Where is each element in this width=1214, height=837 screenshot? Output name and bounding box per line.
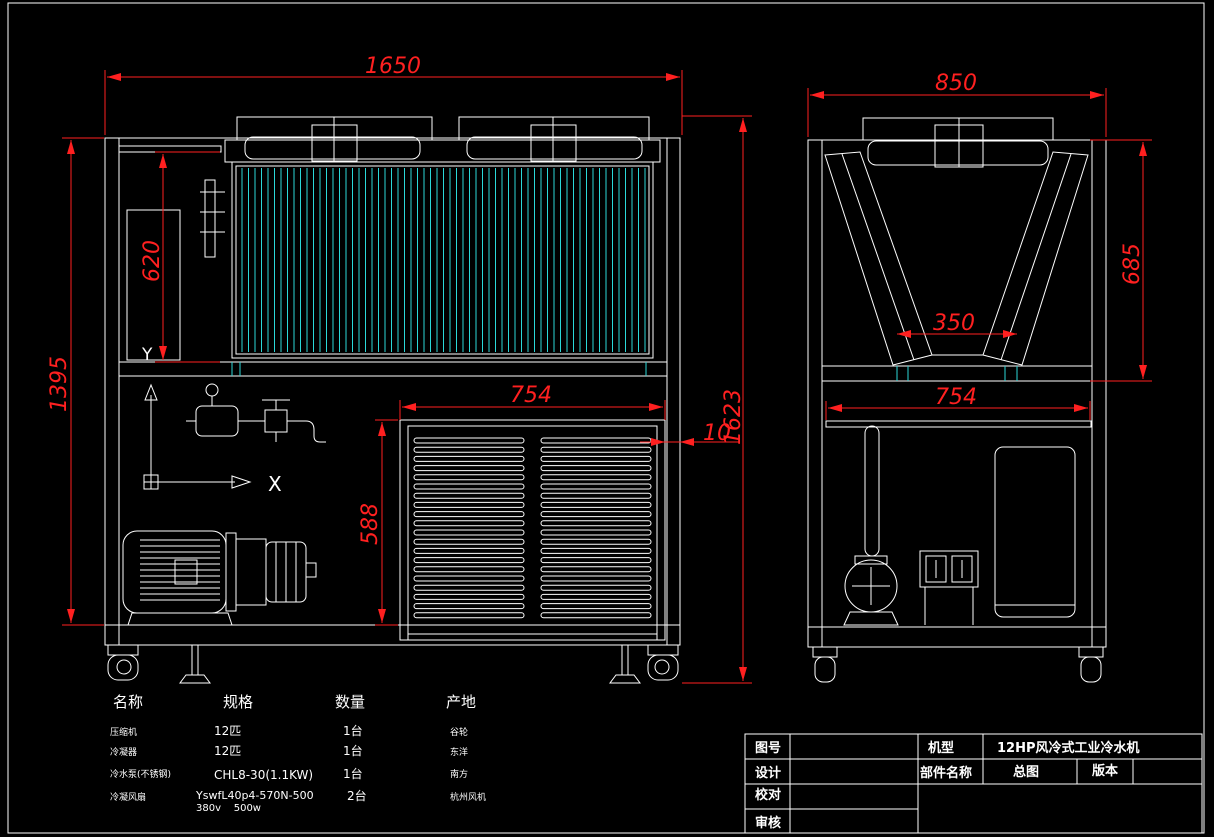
dim-coil-height: 620 [140, 240, 165, 282]
parts-row-spec: 12匹 [214, 724, 241, 738]
title-part-name-label: 部件名称 [920, 765, 972, 781]
parts-header-origin: 产地 [446, 693, 476, 711]
front-frame [104, 137, 681, 646]
water-pump [235, 538, 267, 606]
parts-header-spec: 规格 [223, 693, 253, 711]
front-view: X Y [47, 54, 752, 684]
parts-row-origin: 谷轮 [450, 726, 468, 738]
parts-row-name: 冷凝风扇 [110, 791, 146, 803]
title-version-label: 版本 [1092, 763, 1118, 779]
gauge-panel [919, 550, 979, 588]
water-tank [994, 446, 1076, 618]
parts-row-spec: YswfL40p4-570N-500 [195, 789, 314, 802]
parts-header-qty: 数量 [335, 693, 365, 711]
compressor [195, 405, 239, 437]
parts-row-qty: 1台 [343, 723, 363, 738]
dim-front-lower-width: 754 [510, 383, 552, 408]
title-drawing-no-label: 图号 [755, 741, 781, 756]
front-dimensions: 1650 1395 1623 620 754 [47, 54, 752, 684]
title-review-label: 审核 [755, 815, 781, 831]
parts-row-qty: 2台 [347, 788, 367, 803]
x-axis-label: X [268, 472, 282, 496]
drawing-border [7, 2, 1205, 834]
dim-side-v-bottom: 350 [933, 311, 975, 336]
title-check-label: 校对 [755, 787, 781, 803]
side-pump-column [864, 425, 880, 557]
side-view: 850 685 350 754 [807, 71, 1152, 683]
parts-row-name: 冷凝器 [110, 746, 137, 758]
parts-row-name: 冷水泵(不锈钢) [110, 768, 171, 780]
louver-panel [399, 419, 666, 641]
title-part-name-value: 总图 [1013, 764, 1039, 780]
side-dimensions: 850 685 350 754 [807, 71, 1152, 420]
parts-row-spec: 12匹 [214, 744, 241, 758]
parts-row-origin: 南方 [450, 768, 468, 780]
parts-row-spec: CHL8-30(1.1KW) [214, 768, 313, 782]
dim-side-width: 850 [935, 71, 977, 96]
dim-front-height: 1395 [47, 356, 72, 412]
expansion-valve [264, 409, 288, 433]
dim-front-width: 1650 [365, 54, 421, 79]
parts-row-qty: 1台 [343, 766, 363, 781]
dim-front-panel-height: 588 [358, 503, 383, 545]
coil-fins [241, 168, 646, 352]
title-block: 图号 设计 校对 审核 机型 12HP风冷式工业冷水机 部件名称 总图 版本 [744, 733, 1203, 834]
dim-front-offset: 10 [703, 421, 731, 446]
parts-table: 名称 规格 数量 产地 压缩机 12匹 1台 谷轮 冷凝器 12匹 1台 东洋 … [110, 693, 486, 814]
parts-row-qty: 1台 [343, 743, 363, 758]
louver-slats [413, 437, 652, 619]
title-model-value: 12HP风冷式工业冷水机 [997, 740, 1140, 756]
parts-header-name: 名称 [113, 693, 143, 711]
title-design-label: 设计 [755, 765, 781, 781]
parts-row-origin: 东洋 [450, 746, 468, 758]
side-fan-housing [862, 117, 1054, 141]
dim-side-upper-height: 685 [1120, 243, 1145, 285]
parts-row-spec2: 380v 500w [196, 803, 261, 814]
electrical-box [126, 209, 181, 361]
title-model-label: 机型 [928, 740, 954, 756]
parts-row-name: 压缩机 [110, 726, 137, 738]
y-axis-label: Y [141, 345, 153, 365]
front-casters [107, 644, 679, 684]
front-shelf [118, 361, 668, 377]
side-casters [812, 646, 1104, 683]
dim-side-lower-width: 754 [935, 385, 977, 410]
parts-row-origin: 杭州风机 [450, 791, 486, 803]
dim-front-total-height: 1623 [721, 389, 746, 445]
condenser-coil [231, 161, 654, 359]
